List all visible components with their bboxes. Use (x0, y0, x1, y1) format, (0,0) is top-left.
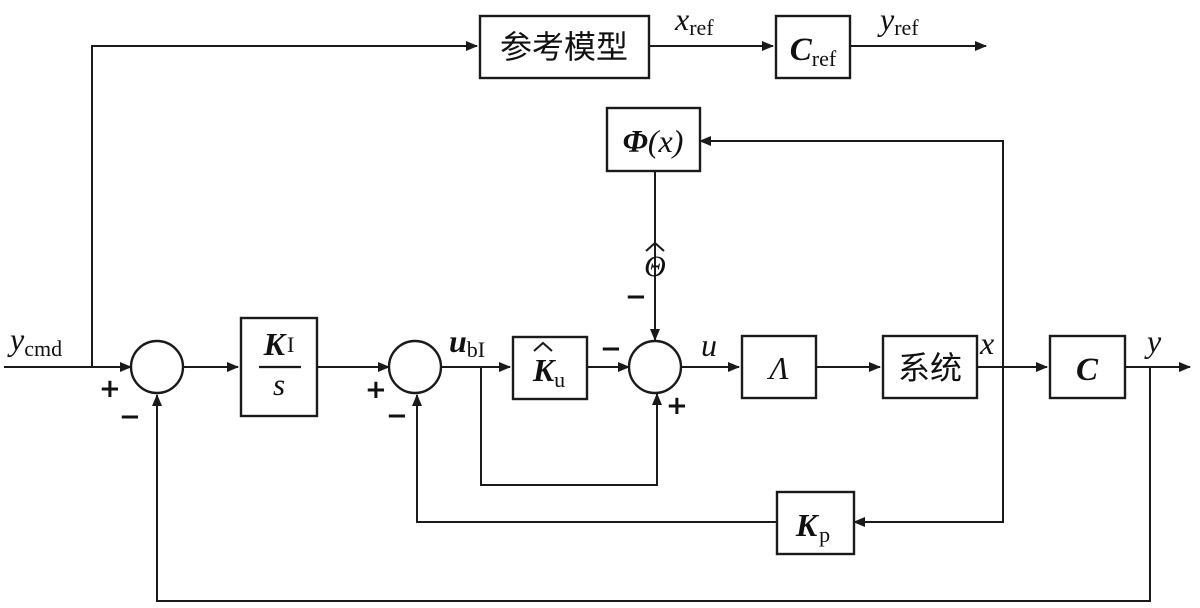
c-ref-block (774, 14, 852, 80)
sum1-minus-sign: − (119, 402, 141, 432)
ycmd-to-reference-model-line (91, 41, 478, 367)
x-ref-label: xref (674, 1, 714, 40)
ki-numerator-label: KI (263, 326, 295, 362)
kp-label: Kp (795, 507, 830, 547)
sum3-top-minus-sign: − (625, 282, 647, 312)
sum-junction-2 (387, 339, 443, 395)
y-ref-label: yref (877, 1, 919, 40)
lambda-label: Λ (766, 350, 789, 386)
reference-model-label: 参考模型 (500, 28, 628, 66)
k-hat-u-label: Ku (532, 352, 565, 392)
u-bl-label: ubI (449, 323, 485, 362)
theta-hat-mark (645, 241, 665, 252)
system-block (881, 334, 979, 400)
theta-hat-label: Θ (644, 250, 666, 283)
kp-to-sum2-line (412, 394, 777, 523)
y-feedback-line (152, 367, 1151, 602)
phi-label: Φ(x) (623, 123, 684, 159)
k-hat-u-block (511, 335, 589, 401)
sum2-minus-sign: − (386, 401, 408, 431)
phi-block (605, 106, 702, 173)
x-to-kp-feedback-line (853, 367, 1004, 527)
sum1-plus-sign: + (99, 374, 121, 404)
sum-junction-3 (627, 339, 683, 395)
sum-junction-1 (129, 339, 185, 395)
sum3-left-minus-sign: − (600, 334, 622, 364)
lambda-block (740, 334, 818, 400)
x-to-phi-feedback-line (699, 136, 1004, 367)
y-label: y (1144, 323, 1162, 359)
system-label: 系统 (898, 349, 962, 387)
c-label: C (1076, 352, 1099, 388)
sum2-plus-sign: + (365, 375, 387, 405)
ki-denominator-label: s (273, 367, 285, 402)
sum3-plus-sign: + (666, 391, 688, 421)
ubl-bypass-line (480, 367, 662, 486)
c-ref-label: Cref (790, 32, 837, 71)
x-label: x (979, 325, 994, 361)
kp-block (775, 490, 856, 556)
k-hat-u-hat-mark (533, 341, 553, 352)
u-label: u (701, 327, 717, 363)
c-block (1048, 334, 1127, 400)
y-cmd-label: ycmd (7, 321, 62, 361)
reference-model-block (478, 14, 651, 80)
